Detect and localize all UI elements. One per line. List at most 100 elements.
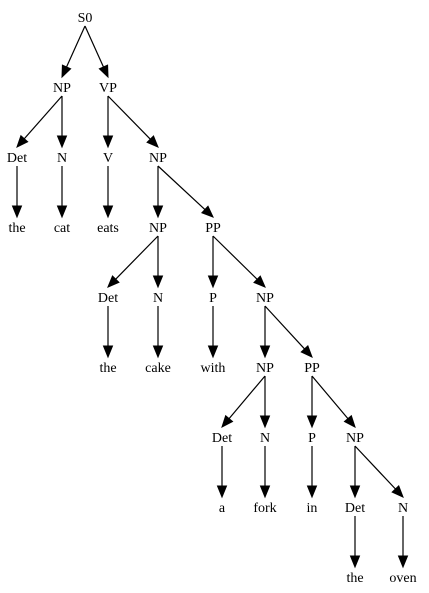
- edge-np3-det2: [107, 235, 159, 288]
- edge-np4-np5: [259, 306, 271, 359]
- arrowhead-icon: [216, 485, 228, 499]
- arrowhead-icon: [259, 345, 271, 359]
- node-det4: Det: [345, 501, 365, 516]
- node-pp2: PP: [304, 361, 320, 376]
- arrowhead-icon: [102, 135, 114, 149]
- node-vp: VP: [99, 81, 117, 96]
- edge-np3-n2: [152, 236, 164, 289]
- arrowhead-icon: [207, 275, 219, 289]
- node-np2: NP: [149, 151, 167, 166]
- node-the2: the: [99, 361, 116, 376]
- edge-det2-the2: [102, 306, 114, 359]
- edge-det3-a: [216, 446, 228, 499]
- edge-line: [354, 445, 396, 490]
- node-v: V: [103, 151, 113, 166]
- edge-np2-np3: [152, 166, 164, 219]
- arrowhead-icon: [391, 485, 404, 498]
- arrowhead-icon: [146, 135, 159, 148]
- edge-pp1-np4: [212, 235, 266, 288]
- node-in: in: [307, 501, 318, 516]
- arrowhead-icon: [343, 414, 356, 429]
- node-eats: eats: [97, 221, 119, 236]
- edge-pp1-p1: [207, 236, 219, 289]
- edge-pp2-p2: [306, 376, 318, 429]
- tree-edges: [11, 25, 409, 569]
- edge-s0-vp: [84, 25, 109, 79]
- node-n4: N: [398, 501, 408, 516]
- edge-np4-pp2: [264, 305, 313, 358]
- node-np5: NP: [256, 361, 274, 376]
- edge-line: [264, 305, 305, 350]
- node-n3: N: [260, 431, 270, 446]
- edge-line: [115, 235, 159, 280]
- edge-n3-fork: [259, 446, 271, 499]
- node-p2: P: [308, 431, 316, 446]
- node-cat: cat: [54, 221, 70, 236]
- arrowhead-icon: [349, 485, 361, 499]
- node-np1: NP: [53, 81, 71, 96]
- edge-line: [65, 25, 86, 68]
- arrowhead-icon: [207, 345, 219, 359]
- arrowhead-icon: [16, 134, 29, 148]
- edge-line: [84, 25, 105, 68]
- node-det3: Det: [212, 431, 232, 446]
- node-det2: Det: [98, 291, 118, 306]
- node-with: with: [201, 361, 226, 376]
- edge-pp2-np6: [311, 375, 356, 429]
- node-np4: NP: [256, 291, 274, 306]
- arrowhead-icon: [61, 64, 72, 79]
- node-n1: N: [57, 151, 67, 166]
- edge-n2-cake: [152, 306, 164, 359]
- node-n2: N: [153, 291, 163, 306]
- node-s0: S0: [78, 11, 93, 26]
- edge-line: [107, 95, 151, 140]
- edge-np2-pp1: [157, 165, 214, 218]
- node-oven: oven: [389, 571, 416, 586]
- arrowhead-icon: [306, 485, 318, 499]
- edge-n4-oven: [397, 516, 409, 569]
- arrowhead-icon: [102, 345, 114, 359]
- arrowhead-icon: [56, 205, 68, 219]
- edge-n1-cat: [56, 166, 68, 219]
- edge-np5-det3: [221, 375, 266, 429]
- arrowhead-icon: [221, 414, 234, 429]
- arrowhead-icon: [98, 64, 109, 79]
- arrowhead-icon: [300, 344, 313, 358]
- edge-line: [311, 375, 349, 419]
- node-the3: the: [346, 571, 363, 586]
- arrowhead-icon: [56, 135, 68, 149]
- edge-vp-np2: [107, 95, 159, 148]
- arrowhead-icon: [102, 205, 114, 219]
- arrowhead-icon: [253, 275, 266, 288]
- node-det1: Det: [7, 151, 27, 166]
- edge-s0-np1: [61, 25, 86, 79]
- arrowhead-icon: [259, 415, 271, 429]
- arrowhead-icon: [107, 275, 120, 288]
- node-fork: fork: [253, 501, 276, 516]
- edge-p1-with: [207, 306, 219, 359]
- arrowhead-icon: [259, 485, 271, 499]
- arrowhead-icon: [397, 555, 409, 569]
- arrowhead-icon: [152, 345, 164, 359]
- arrowhead-icon: [11, 205, 23, 219]
- node-cake: cake: [145, 361, 171, 376]
- edge-det1-the1: [11, 166, 23, 219]
- edge-np6-n4: [354, 445, 404, 498]
- node-np3: NP: [149, 221, 167, 236]
- edge-line: [228, 375, 266, 419]
- edge-p2-in: [306, 446, 318, 499]
- edge-det4-the3: [349, 516, 361, 569]
- arrowhead-icon: [152, 275, 164, 289]
- edge-np1-det1: [16, 95, 63, 148]
- edge-line: [157, 165, 206, 210]
- node-a: a: [219, 501, 226, 516]
- arrowhead-icon: [152, 205, 164, 219]
- arrowhead-icon: [306, 415, 318, 429]
- node-the1: the: [8, 221, 25, 236]
- edge-np6-det4: [349, 446, 361, 499]
- edge-np1-n1: [56, 96, 68, 149]
- arrowhead-icon: [201, 205, 214, 218]
- node-np6: NP: [346, 431, 364, 446]
